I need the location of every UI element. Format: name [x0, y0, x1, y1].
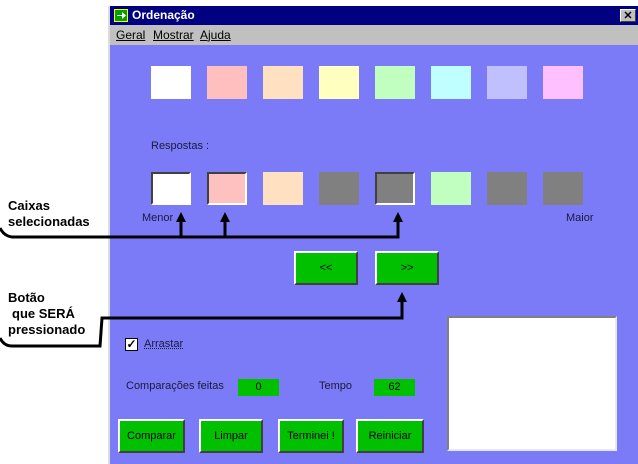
previous-button[interactable]: << — [294, 251, 358, 285]
menu-mostrar[interactable]: Mostrar — [153, 28, 194, 42]
answers-label: Respostas : — [151, 140, 210, 152]
app-icon — [114, 9, 128, 22]
color-box[interactable] — [319, 66, 359, 99]
answer-box[interactable] — [487, 172, 527, 205]
answer-box[interactable] — [263, 172, 303, 205]
comparisons-counter: 0 — [238, 379, 279, 396]
annotation-selected-boxes: Caixas selecionadas — [8, 198, 90, 230]
arrow-heads — [176, 212, 407, 302]
app-window: Ordenação ✕ Geral Mostrar Ajuda Resposta… — [108, 6, 638, 464]
drag-label[interactable]: Arrastar — [144, 338, 184, 350]
color-box[interactable] — [151, 66, 191, 99]
compare-button[interactable]: Comparar — [118, 419, 185, 453]
color-box[interactable] — [207, 66, 247, 99]
output-panel — [447, 316, 617, 451]
answer-box[interactable] — [207, 172, 247, 205]
title-bar: Ordenação ✕ — [110, 6, 638, 25]
annotation-line: que SERÁ — [12, 306, 75, 321]
menu-ajuda[interactable]: Ajuda — [200, 28, 231, 42]
answer-box[interactable] — [431, 172, 471, 205]
color-box[interactable] — [543, 66, 583, 99]
answer-box[interactable] — [151, 172, 191, 205]
color-box[interactable] — [487, 66, 527, 99]
menu-bar: Geral Mostrar Ajuda — [110, 25, 638, 45]
annotation-line: Botão — [8, 290, 45, 305]
close-button[interactable]: ✕ — [620, 9, 636, 22]
comparisons-label: Comparações feitas — [126, 380, 224, 392]
answer-box[interactable] — [319, 172, 359, 205]
menu-geral[interactable]: Geral — [116, 28, 146, 42]
window-title: Ordenação — [132, 8, 195, 22]
min-label: Menor — [142, 212, 174, 224]
next-button[interactable]: >> — [375, 251, 439, 285]
clear-button[interactable]: Limpar — [199, 419, 263, 453]
color-box[interactable] — [263, 66, 303, 99]
annotation-line: selecionadas — [8, 214, 90, 229]
answer-box[interactable] — [375, 172, 415, 205]
time-label: Tempo — [319, 380, 353, 392]
color-box[interactable] — [375, 66, 415, 99]
restart-button[interactable]: Reiniciar — [356, 419, 424, 453]
answer-box[interactable] — [543, 172, 583, 205]
selected-arrow-lines — [0, 220, 404, 348]
color-box[interactable] — [431, 66, 471, 99]
annotation-line: pressionado — [8, 322, 86, 337]
annotation-line: Caixas — [8, 198, 50, 213]
drag-checkbox[interactable]: ✓ — [125, 337, 138, 351]
done-button[interactable]: Terminei ! — [278, 419, 344, 453]
annotation-pressed-button: Botão que SERÁ pressionado — [8, 290, 85, 338]
max-label: Maior — [566, 212, 594, 224]
time-counter: 62 — [374, 379, 415, 396]
